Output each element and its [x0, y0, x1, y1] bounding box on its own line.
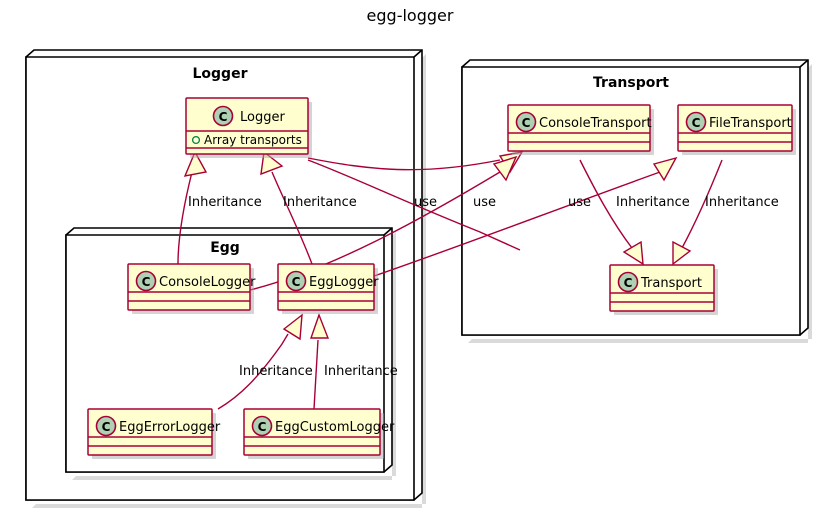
- class-name-eggcustomlogger: EggCustomLogger: [275, 420, 395, 435]
- class-icon-letter: C: [258, 420, 267, 434]
- package-title-transport: Transport: [593, 75, 669, 91]
- edge-label-inheritance-4: Inheritance: [324, 364, 398, 379]
- class-icon: C: [285, 270, 307, 292]
- class-name-consolelogger: ConsoleLogger: [159, 275, 256, 290]
- class-node-egglogger[interactable]: C EggLogger: [277, 263, 379, 314]
- package-title-logger: Logger: [193, 66, 248, 82]
- class-name-consoletransport: ConsoleTransport: [539, 116, 652, 131]
- edge-eggerrorlogger-egglogger: [217, 313, 303, 410]
- class-icon: C: [685, 111, 707, 133]
- visibility-public-icon: [191, 135, 201, 145]
- edge-label-inheritance-1: Inheritance: [188, 195, 262, 210]
- class-icon: C: [95, 415, 117, 437]
- class-icon: C: [212, 105, 234, 127]
- edge-consolelogger-logger: [177, 150, 208, 265]
- edge-label-use-2: use: [473, 195, 496, 210]
- class-name-transport: Transport: [640, 276, 702, 291]
- class-icon-letter: C: [219, 110, 228, 124]
- class-icon: C: [251, 415, 273, 437]
- class-icon-letter: C: [292, 275, 301, 289]
- class-icon: C: [135, 270, 157, 292]
- edge-label-inheritance-5: Inheritance: [616, 195, 690, 210]
- edge-eggcustomlogger-egglogger: [310, 312, 330, 410]
- class-node-eggcustomlogger[interactable]: C EggCustomLogger: [243, 408, 395, 459]
- class-icon-letter: C: [692, 116, 701, 130]
- page-title: egg-logger: [367, 6, 454, 25]
- package-title-egg: Egg: [210, 240, 240, 256]
- class-node-transport[interactable]: C Transport: [609, 264, 718, 315]
- class-name-egglogger: EggLogger: [309, 275, 379, 290]
- class-icon-letter: C: [102, 420, 111, 434]
- edge-label-inheritance-2: Inheritance: [283, 195, 357, 210]
- edge-label-inheritance-6: Inheritance: [705, 195, 779, 210]
- edge-egglogger-filetransport: [373, 156, 678, 277]
- class-node-consoletransport[interactable]: C ConsoleTransport: [507, 104, 654, 155]
- class-name-logger: Logger: [240, 110, 285, 125]
- class-attribute-transports: Array transports: [204, 133, 302, 147]
- class-icon-letter: C: [624, 276, 633, 290]
- edge-consoletransport-transport: [579, 159, 644, 266]
- class-node-eggerrorlogger[interactable]: C EggErrorLogger: [87, 408, 221, 459]
- class-icon-letter: C: [522, 116, 531, 130]
- class-name-eggerrorlogger: EggErrorLogger: [119, 420, 221, 435]
- edge-label-inheritance-3: Inheritance: [239, 364, 313, 379]
- relation-edges: Inheritance Inheritance Inheritance Inhe…: [177, 150, 779, 410]
- class-icon-letter: C: [142, 275, 151, 289]
- class-icon: C: [515, 111, 537, 133]
- class-icon: C: [617, 271, 639, 293]
- class-name-filetransport: FileTransport: [709, 116, 792, 131]
- edge-filetransport-transport: [672, 159, 723, 266]
- class-node-consolelogger[interactable]: C ConsoleLogger: [127, 263, 256, 314]
- class-node-logger[interactable]: C Logger Array transports: [185, 97, 312, 158]
- class-node-filetransport[interactable]: C FileTransport: [677, 104, 796, 155]
- edge-label-use-3: use: [568, 195, 591, 210]
- edge-label-use-1: use: [414, 195, 437, 210]
